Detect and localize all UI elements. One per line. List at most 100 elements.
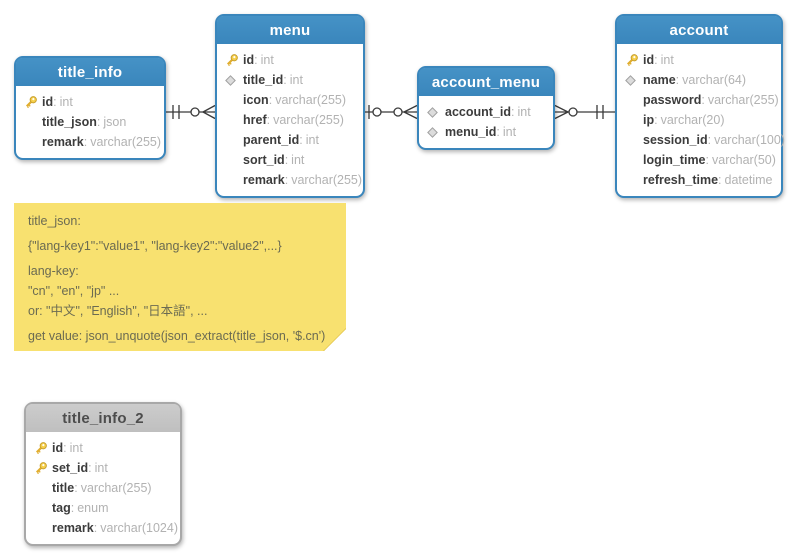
table-account-menu[interactable]: account_menu account_id:int menu_id:int (417, 66, 555, 150)
field-name: remark (243, 173, 285, 187)
field-type: int (291, 153, 305, 167)
field-type: varchar(255) (291, 173, 363, 187)
field-type: varchar(50) (712, 153, 776, 167)
field-name: title_json (42, 115, 97, 129)
field-separator: : (266, 113, 271, 127)
field-name: icon (243, 93, 269, 107)
field-row: ip:varchar(20) (625, 110, 777, 130)
field-type: enum (77, 501, 109, 515)
field-row: password:varchar(255) (625, 90, 779, 110)
field-separator: : (284, 173, 289, 187)
field-name: menu_id (445, 125, 497, 139)
field-type: int (59, 95, 73, 109)
field-name: parent_id (243, 133, 300, 147)
field-type: json (103, 115, 127, 129)
table-menu[interactable]: menu id:int title_id:int icon:varchar(25… (215, 14, 365, 198)
field-name: title_id (243, 73, 284, 87)
foreign-key-diamond-icon (427, 106, 445, 118)
field-name: href (243, 113, 267, 127)
table-title: account (617, 16, 781, 44)
field-name: set_id (52, 461, 89, 475)
field-type: int (94, 461, 108, 475)
field-row: account_id:int (427, 102, 549, 122)
table-title-info[interactable]: title_info id:int title_json:json remark… (14, 56, 166, 160)
field-type: varchar(255) (275, 93, 347, 107)
field-name: password (643, 93, 702, 107)
field-row: icon:varchar(255) (225, 90, 359, 110)
field-separator: : (718, 173, 722, 187)
field-type: varchar(100) (714, 133, 785, 147)
connector-accountmenu-account (554, 104, 615, 120)
field-separator: : (654, 53, 658, 67)
field-row: title:varchar(255) (34, 478, 176, 498)
foreign-key-diamond-icon (427, 126, 445, 138)
sticky-note[interactable]: title_json: {"lang-key1":"value1", "lang… (14, 203, 346, 351)
primary-key-icon (225, 53, 243, 67)
table-title: title_info (16, 58, 164, 86)
field-row: session_id:varchar(100) (625, 130, 785, 150)
field-separator: : (70, 501, 75, 515)
field-separator: : (254, 53, 258, 67)
field-type: int (69, 441, 83, 455)
field-separator: : (53, 95, 57, 109)
field-separator: : (496, 125, 500, 139)
table-account[interactable]: account id:int name:varchar(64) password… (615, 14, 785, 198)
field-name: title (52, 481, 75, 495)
note-line: title_json: (28, 214, 81, 228)
field-type: int (305, 133, 319, 147)
table-fields: id:int set_id:int title:varchar(255) tag… (26, 432, 180, 544)
field-name: id (52, 441, 64, 455)
note-line: lang-key: (28, 264, 79, 278)
table-fields: id:int title_id:int icon:varchar(255) hr… (217, 44, 363, 196)
field-separator: : (299, 133, 303, 147)
field-row: remark:varchar(1024) (34, 518, 179, 538)
field-type: varchar(1024) (100, 521, 179, 535)
field-type: varchar(64) (682, 73, 747, 87)
table-title: title_info_2 (26, 404, 180, 432)
connector-titleinfo-menu (166, 104, 216, 120)
field-separator: : (63, 441, 67, 455)
field-name: id (42, 95, 54, 109)
connector-menu-accountmenu (365, 104, 418, 120)
table-title-info-2[interactable]: title_info_2 id:int set_id:int title:var… (24, 402, 182, 546)
field-name: remark (52, 521, 94, 535)
field-type: int (289, 73, 303, 87)
field-row: menu_id:int (427, 122, 549, 142)
field-type: int (517, 105, 531, 119)
table-title: account_menu (419, 68, 553, 96)
field-separator: : (74, 481, 78, 495)
table-fields: id:int title_json:json remark:varchar(25… (16, 86, 164, 158)
note-line: or: "中文", "English", "日本語", ... (28, 304, 208, 318)
field-name: session_id (643, 133, 708, 147)
field-row: sort_id:int (225, 150, 359, 170)
field-row: refresh_time:datetime (625, 170, 777, 190)
field-separator: : (283, 73, 287, 87)
field-name: sort_id (243, 153, 285, 167)
note-line: {"lang-key1":"value1", "lang-key2":"valu… (28, 239, 282, 253)
field-name: login_time (643, 153, 706, 167)
field-type: int (260, 53, 274, 67)
note-line: get value: json_unquote(json_extract(tit… (28, 329, 326, 343)
field-row: id:int (225, 50, 359, 70)
field-row: remark:varchar(255) (225, 170, 363, 190)
primary-key-icon (34, 461, 52, 475)
field-name: account_id (445, 105, 511, 119)
foreign-key-diamond-icon (225, 74, 243, 86)
field-row: login_time:varchar(50) (625, 150, 777, 170)
field-type: varchar(255) (273, 113, 344, 127)
note-folded-corner-icon (323, 328, 346, 351)
field-row: parent_id:int (225, 130, 359, 150)
field-type: varchar(255) (90, 135, 162, 149)
field-type: varchar(20) (660, 113, 725, 127)
field-separator: : (654, 113, 658, 127)
field-row: id:int (24, 92, 160, 112)
field-separator: : (93, 521, 98, 535)
field-type: int (502, 125, 517, 139)
foreign-key-diamond-icon (625, 74, 643, 86)
table-fields: id:int name:varchar(64) password:varchar… (617, 44, 785, 196)
field-row: set_id:int (34, 458, 176, 478)
field-row: name:varchar(64) (625, 70, 777, 90)
table-title: menu (217, 16, 363, 44)
table-fields: account_id:int menu_id:int (419, 96, 553, 148)
